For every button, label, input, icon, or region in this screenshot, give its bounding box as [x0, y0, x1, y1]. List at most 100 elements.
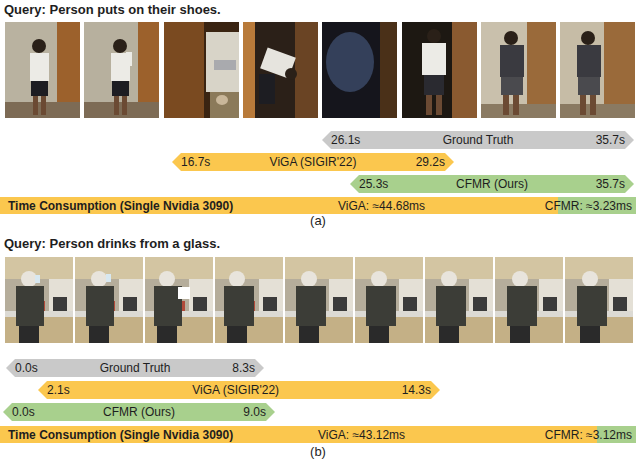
frame-shape	[206, 32, 239, 92]
frame-shape	[495, 257, 563, 343]
frame-shape	[296, 286, 326, 326]
frame-shape	[513, 95, 519, 115]
frame-shape	[322, 22, 397, 118]
frame-shape	[527, 22, 556, 118]
video-frame	[481, 22, 556, 118]
time-bar-fill	[0, 197, 636, 214]
frame-shape	[424, 75, 444, 95]
frame-shape	[106, 274, 111, 282]
interval-bar: 0.0sCFMR (Ours)9.0s	[3, 403, 275, 421]
bar-text-row: 26.1sGround Truth35.7s	[322, 131, 634, 149]
frame-shape	[510, 326, 530, 343]
frame-shape	[31, 81, 48, 96]
frame-shape	[436, 286, 466, 326]
video-frame	[145, 257, 213, 343]
time-bar: Time Consumption (Single Nvidia 3090)ViG…	[0, 197, 636, 214]
frame-shape	[126, 52, 132, 66]
time-bar: Time Consumption (Single Nvidia 3090) ViG…	[0, 426, 636, 443]
frame-shape	[560, 22, 635, 118]
frame-shape	[16, 286, 44, 326]
frame-shape	[229, 271, 245, 287]
video-frame	[322, 22, 397, 118]
frame-shape	[75, 257, 143, 343]
video-frame	[215, 257, 283, 343]
query-text: Query: Person drinks from a glass.	[4, 236, 220, 251]
video-frame	[5, 257, 73, 343]
timestamp: 25.3s	[359, 177, 388, 191]
double-arrow	[172, 153, 454, 171]
panel-label: (b)	[310, 444, 326, 459]
frame-shape	[145, 257, 213, 343]
video-frame	[84, 22, 159, 118]
bar-label: ViGA (SIGIR'22)	[270, 155, 357, 169]
frame-shape	[582, 271, 598, 287]
frame-shape	[481, 22, 556, 118]
frame-shape	[326, 32, 374, 92]
time-value: ViGA: ≈43.12ms	[318, 426, 405, 443]
video-frame	[5, 22, 80, 118]
frame-shape	[285, 68, 297, 80]
frame-shape	[216, 95, 228, 105]
bar-label: ViGA (SIGIR'22)	[192, 383, 279, 397]
video-frame	[164, 22, 239, 118]
frame-shape	[299, 326, 319, 343]
frame-shape	[301, 271, 317, 287]
bar-label: Ground Truth	[443, 133, 514, 147]
bar-label: Ground Truth	[100, 361, 171, 375]
interval-bar: 2.1sViGA (SIGIR'22)14.3s	[38, 381, 440, 399]
timestamp: 16.7s	[181, 155, 210, 169]
frame-shape	[21, 271, 37, 287]
frame-shape	[159, 271, 175, 287]
interval-bar: 26.1sGround Truth35.7s	[322, 131, 634, 149]
time-bar-fill	[0, 426, 636, 443]
frame-shape	[355, 257, 423, 343]
frame-shape	[89, 326, 109, 343]
video-frame	[355, 257, 423, 343]
frame-shape	[380, 22, 397, 118]
video-frame	[560, 22, 635, 118]
bar-label: CFMR (Ours)	[103, 405, 175, 419]
bar-text-row: 0.0s Ground Truth 8.3s	[6, 359, 264, 377]
frame-shape	[577, 45, 601, 77]
time-title: Time Consumption (Single Nvidia 3090)	[8, 426, 233, 443]
frame-shape	[501, 77, 523, 95]
frame-shape	[224, 286, 254, 326]
timestamp: 0.0s	[15, 361, 38, 375]
frame-shape	[512, 271, 528, 287]
interval-bar: 25.3s CFMR (Ours) 35.7s	[350, 175, 634, 193]
bar-label: CFMR (Ours)	[456, 177, 528, 191]
timestamp: 8.3s	[232, 361, 255, 375]
double-arrow	[38, 381, 440, 399]
frame-shape	[215, 257, 283, 343]
timestamp: 29.2s	[416, 155, 445, 169]
frame-shape	[243, 22, 255, 118]
timestamp: 35.7s	[596, 177, 625, 191]
video-frame	[75, 257, 143, 343]
timestamp: 9.0s	[243, 405, 266, 419]
video-frame	[565, 257, 633, 343]
frame-shape	[580, 95, 586, 115]
frame-shape	[369, 326, 389, 343]
frame-shape	[32, 39, 46, 53]
frame-shape	[84, 102, 159, 118]
double-arrow	[3, 403, 275, 421]
frame-shape	[19, 326, 39, 343]
frame-shape	[577, 286, 607, 326]
frame-shape	[122, 96, 127, 115]
frame-shape	[590, 95, 596, 115]
frame-shape	[452, 22, 477, 118]
frame-shape	[425, 257, 493, 343]
frame-shape	[33, 96, 38, 115]
frame-shape	[41, 96, 46, 115]
frame-shape	[436, 95, 442, 115]
time-value: CFMR: ≈3.12ms	[545, 426, 632, 443]
bar-text-row: 2.1sViGA (SIGIR'22)14.3s	[38, 381, 440, 399]
frame-shape	[5, 257, 73, 343]
time-value: ViGA: ≈44.68ms	[338, 197, 425, 214]
panel-label: (a)	[310, 213, 326, 228]
frame-shape	[5, 22, 80, 118]
frame-shape	[91, 271, 107, 287]
frame-shape	[371, 271, 387, 287]
frame-shape	[259, 74, 275, 104]
double-arrow	[322, 131, 634, 149]
